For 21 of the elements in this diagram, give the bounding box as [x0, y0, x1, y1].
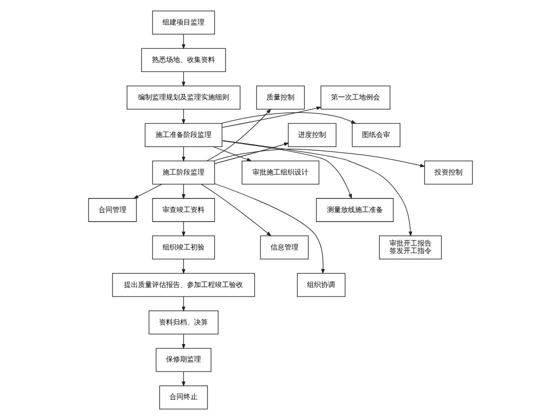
arrow [212, 148, 425, 168]
arrow [221, 140, 352, 200]
arrow [181, 296, 185, 312]
arrow [132, 184, 162, 199]
arrow [181, 34, 185, 50]
arrow [181, 71, 185, 87]
arrow [214, 183, 324, 274]
arrow [221, 140, 412, 237]
arrow [181, 258, 185, 274]
arrow [221, 106, 322, 128]
arrow [206, 108, 271, 162]
arrow [181, 334, 185, 350]
arrow [181, 221, 185, 237]
arrow [181, 371, 185, 387]
arrow [200, 184, 272, 236]
arrow [181, 184, 185, 200]
arrow [181, 146, 185, 162]
arrow [220, 112, 356, 124]
arrow [212, 146, 252, 162]
arrow [214, 142, 289, 164]
arrow [181, 108, 185, 124]
